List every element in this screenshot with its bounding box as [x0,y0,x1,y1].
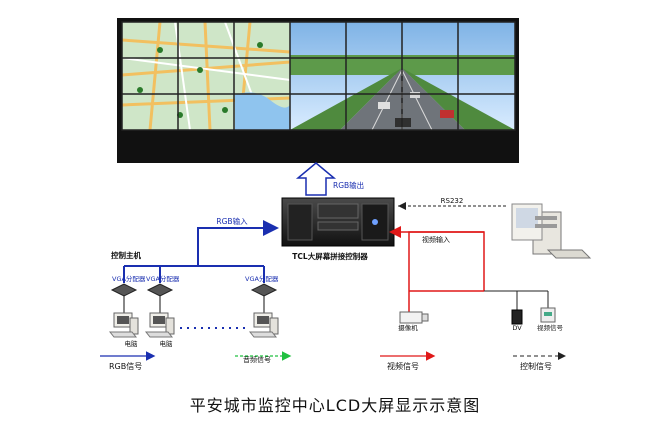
vga-splitter-label-1: VGA分配器 [112,274,146,283]
rgb-input-label: RGB输入 [216,216,248,226]
legend-control-text: 控制信号 [520,361,552,371]
computer-label-1: 电脑 [125,339,139,348]
rgb-output-label: RGB输出 [333,180,364,190]
vga-splitter-label-2: VGA分配器 [146,274,180,283]
legend: RGB信号 视频信号 控制信号 [100,351,566,371]
vga-splitter-icon [146,283,174,297]
video-signal-device-label: 视频信号 [537,323,564,332]
rs232-label: RS232 [441,197,464,205]
desktop-pc-icon [248,312,279,338]
vga-splitter-group-1: VGA分配器 电脑 [108,274,146,348]
camera-icon: 摄像机 [398,311,429,332]
camera-label: 摄像机 [398,323,418,332]
lcd-video-wall [117,18,519,163]
vga-splitter-group-3: VGA分配器 [245,274,279,338]
vga-splitter-group-2: VGA分配器 电脑 [144,274,180,348]
computer-label-2: 电脑 [160,339,174,348]
rgb-output-arrow: RGB输出 [295,162,364,196]
video-input-line: 视频输入 [389,226,549,314]
legend-rgb-text: RGB信号 [109,361,142,371]
dv-icon: DV [511,309,523,332]
signal-box-icon: 视频信号 [537,307,564,332]
control-host-label: 控制主机 [111,250,141,260]
vga-splitter-icon [110,283,138,297]
dv-label: DV [512,324,522,332]
desktop-pc-icon [144,312,175,338]
legend-video-text: 视频信号 [387,361,419,371]
desktop-pc-icon [108,312,139,338]
vga-splitter-icon [250,283,278,297]
vga-splitter-label-3: VGA分配器 [245,274,279,283]
rs232-line: RS232 [398,197,508,210]
controller-label: TCL大屏幕拼接控制器 [292,251,368,261]
rgb-input-lines: RGB输入 [123,216,279,283]
audio-signal-label: 音频信号 [243,355,271,364]
rack-controller: TCL大屏幕拼接控制器 [281,197,395,261]
diagram-caption: 平安城市监控中心LCD大屏显示示意图 [189,396,481,415]
video-input-label: 视频输入 [422,235,450,244]
control-pc-icon [511,203,592,259]
